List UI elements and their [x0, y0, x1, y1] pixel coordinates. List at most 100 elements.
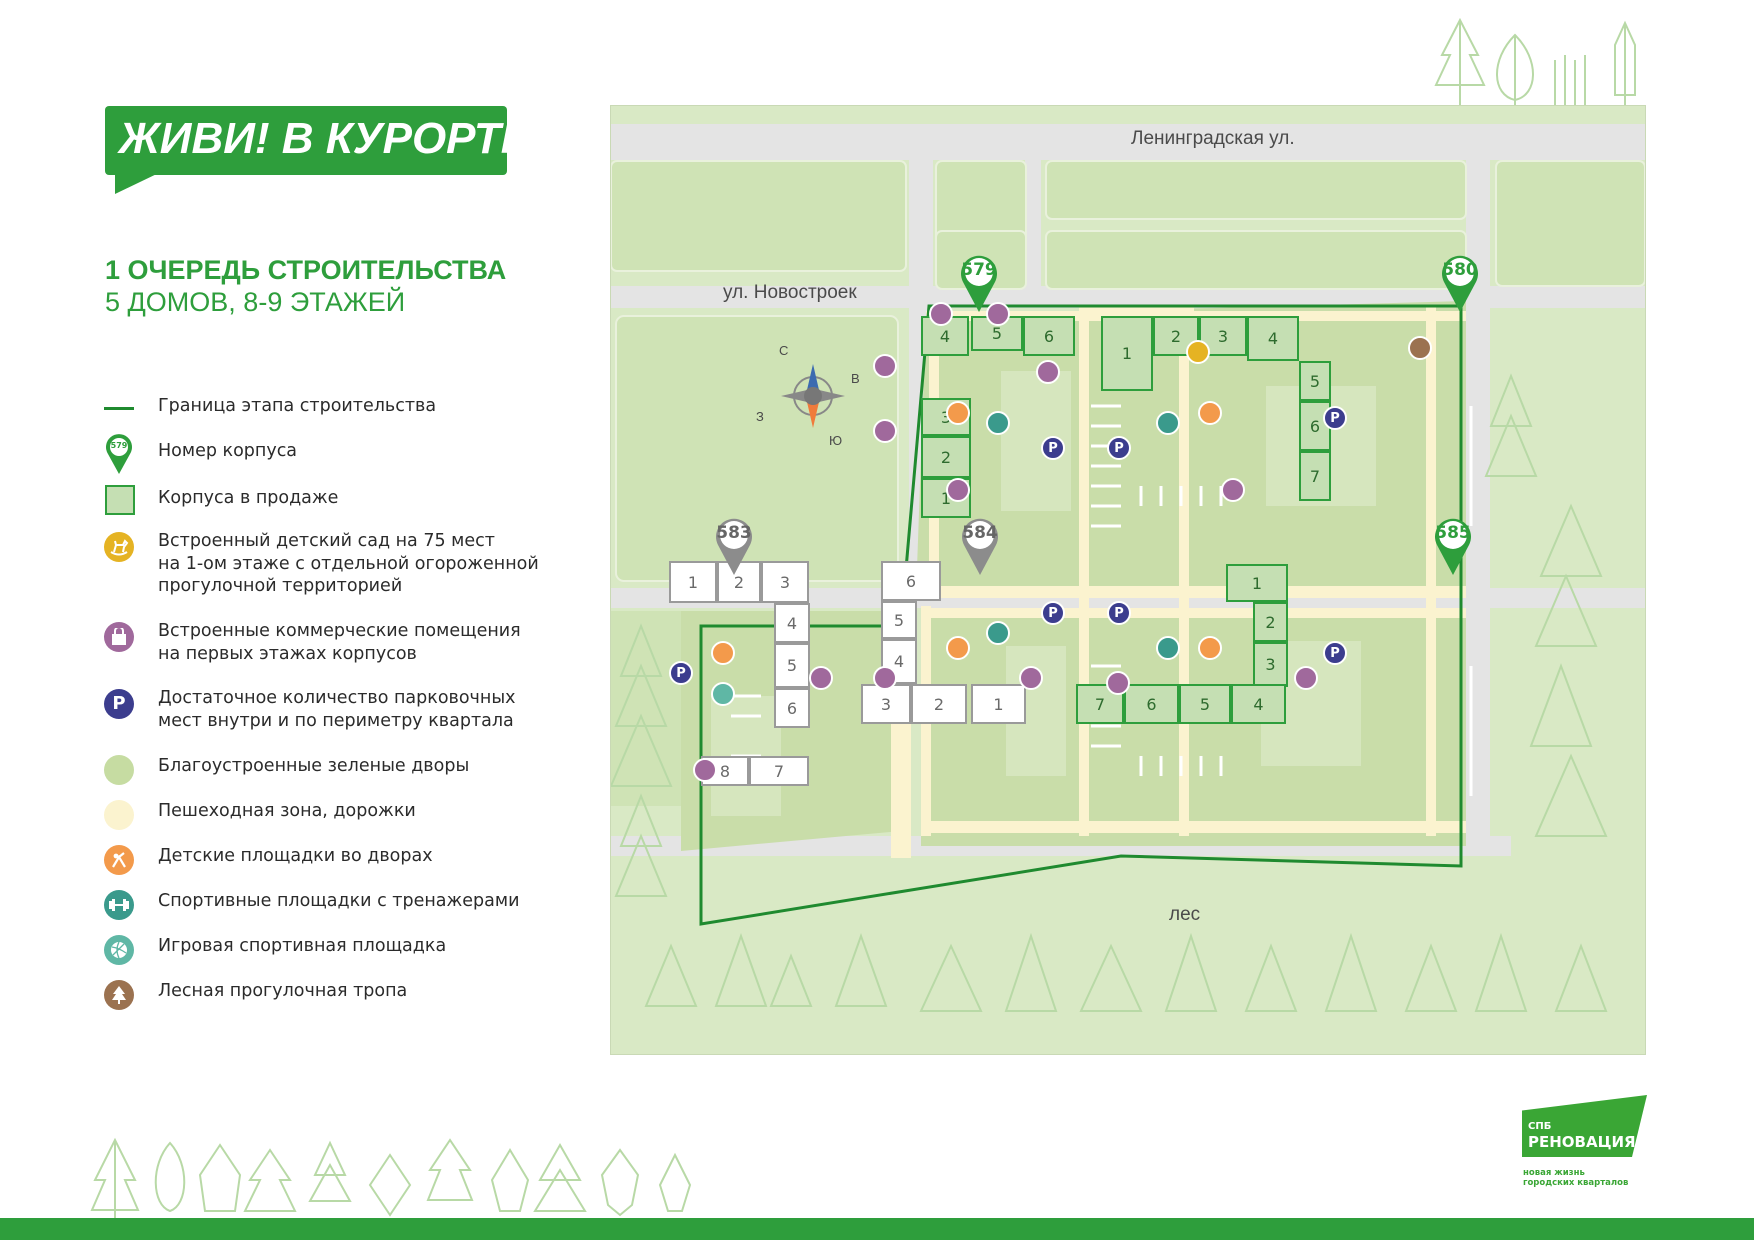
project-logo: ЖИВИ! В КУРОРТНОМ [105, 106, 603, 175]
legend-text: Достаточное количество парковочных мест … [158, 688, 516, 731]
building-pin-580[interactable]: 580 [1437, 252, 1483, 314]
parking-symbol: P [112, 693, 126, 714]
tree-decoration-top [1434, 17, 1636, 110]
building-section-580-5[interactable]: 5 [1299, 361, 1331, 401]
building-section-585-2[interactable]: 2 [1253, 602, 1288, 642]
stage-title: 1 ОЧЕРЕДЬ СТРОИТЕЛЬСТВА [105, 255, 507, 285]
pin-icon: 579 [100, 432, 138, 474]
building-section-585-5[interactable]: 5 [1179, 684, 1231, 724]
shopping-bag-icon [1106, 671, 1130, 695]
playground-icon [711, 641, 735, 665]
shopping-bag-icon [873, 419, 897, 443]
legend-text: Пешеходная зона, дорожки [158, 801, 416, 821]
sports-icon [986, 621, 1010, 645]
legend-text: Лесная прогулочная тропа [158, 981, 408, 1001]
building-section-583-3[interactable]: 3 [761, 561, 809, 603]
compass-north: С [779, 343, 789, 358]
forest-label: лес [1169, 904, 1201, 925]
site-map: 1234561234567123456781234561234567 PPPPP… [610, 105, 1646, 1055]
green-yard-icon [100, 753, 138, 791]
building-section-583-2[interactable]: 2 [717, 561, 761, 603]
pin-label: 580 [1442, 260, 1478, 280]
shopping-bag-icon [809, 666, 833, 690]
shopping-bag-icon [1019, 666, 1043, 690]
shopping-bag-icon [986, 302, 1010, 326]
street-label-novostroek: ул. Новостроек [723, 282, 857, 303]
shopping-bag-icon [929, 302, 953, 326]
sports-icon [1156, 411, 1180, 435]
building-section-579-2[interactable]: 2 [921, 436, 971, 478]
shopping-bag-icon [693, 758, 717, 782]
building-section-584-1[interactable]: 1 [971, 684, 1026, 724]
parking-icon: P [669, 661, 693, 685]
forest-trees [611, 373, 1608, 1012]
building-square-icon [100, 485, 138, 523]
legend-text: Спортивные площадки с тренажерами [158, 891, 520, 911]
pin-label: 584 [962, 523, 998, 543]
shopping-bag-icon [1036, 360, 1060, 384]
legend-text: Игровая спортивная площадка [158, 936, 447, 956]
parking-icon: P [1041, 436, 1065, 460]
footer-bar [0, 1218, 1754, 1240]
rocking-horse-icon [1186, 340, 1210, 364]
building-section-583-4[interactable]: 4 [774, 603, 810, 643]
boundary-line-icon [100, 395, 138, 433]
brand-big-text: РЕНОВАЦИЯ [1528, 1133, 1636, 1151]
renovation-logo: СПБ РЕНОВАЦИЯ [1522, 1095, 1647, 1157]
building-section-585-6[interactable]: 6 [1124, 684, 1179, 724]
building-pin-579[interactable]: 579 [956, 252, 1002, 314]
building-pin-585[interactable]: 585 [1430, 515, 1476, 577]
site-map-graphic [611, 124, 1645, 1012]
building-section-585-1[interactable]: 1 [1226, 564, 1288, 602]
sports-icon [100, 888, 138, 926]
logo-text: ЖИВИ! В КУРОРТНОМ [119, 114, 604, 163]
shopping-bag-icon [873, 666, 897, 690]
parking-icon: P [1323, 641, 1347, 665]
building-section-580-7[interactable]: 7 [1299, 451, 1331, 501]
compass-icon [791, 371, 836, 416]
logo-speech-tail [115, 170, 165, 194]
legend-text: Встроенный детский сад на 75 мест на 1-о… [158, 531, 539, 596]
legend-text: Корпуса в продаже [158, 488, 339, 508]
stage-subtitle: 5 ДОМОВ, 8-9 ЭТАЖЕЙ [105, 287, 406, 317]
brand-tagline: новая жизнь городских кварталов [1523, 1168, 1629, 1188]
legend-text: Встроенные коммерческие помещения на пер… [158, 621, 521, 664]
building-section-584-3[interactable]: 3 [861, 684, 911, 724]
building-section-583-6[interactable]: 6 [774, 688, 810, 728]
tree-decoration-bottom [90, 1137, 692, 1220]
pin-label: 583 [716, 523, 752, 543]
building-section-584-2[interactable]: 2 [911, 684, 967, 724]
parking-icon: P [100, 687, 138, 725]
sports-icon [1156, 636, 1180, 660]
shopping-bag-icon [1294, 666, 1318, 690]
volleyball-icon [100, 933, 138, 971]
building-section-580-4[interactable]: 4 [1247, 316, 1299, 361]
playground-icon [1198, 636, 1222, 660]
pin-label: 585 [1435, 523, 1471, 543]
building-section-585-4[interactable]: 4 [1231, 684, 1286, 724]
building-pin-583[interactable]: 583 [711, 515, 757, 577]
parking-icon: P [1041, 601, 1065, 625]
building-section-580-1[interactable]: 1 [1101, 316, 1153, 391]
shopping-bag-icon [100, 620, 138, 658]
building-section-583-1[interactable]: 1 [669, 561, 717, 603]
shopping-bag-icon [873, 354, 897, 378]
building-section-584-5[interactable]: 5 [881, 601, 917, 639]
building-section-579-6[interactable]: 6 [1023, 316, 1075, 356]
building-section-583-5[interactable]: 5 [774, 643, 810, 688]
brand-small-text: СПБ [1528, 1121, 1552, 1132]
parking-icon: P [1323, 406, 1347, 430]
shopping-bag-icon [1221, 478, 1245, 502]
pin-label: 579 [961, 260, 997, 280]
building-section-584-6[interactable]: 6 [881, 561, 941, 601]
building-section-583-7[interactable]: 7 [749, 756, 809, 786]
volleyball-icon [711, 682, 735, 706]
street-label-leningradskaya: Ленинградская ул. [1131, 128, 1295, 149]
legend-text: Благоустроенные зеленые дворы [158, 756, 470, 776]
building-section-585-3[interactable]: 3 [1253, 642, 1288, 687]
parking-icon: P [1107, 601, 1131, 625]
parking-icon: P [1107, 436, 1131, 460]
shopping-bag-icon [946, 478, 970, 502]
playground-icon [946, 401, 970, 425]
building-pin-584[interactable]: 584 [957, 515, 1003, 577]
